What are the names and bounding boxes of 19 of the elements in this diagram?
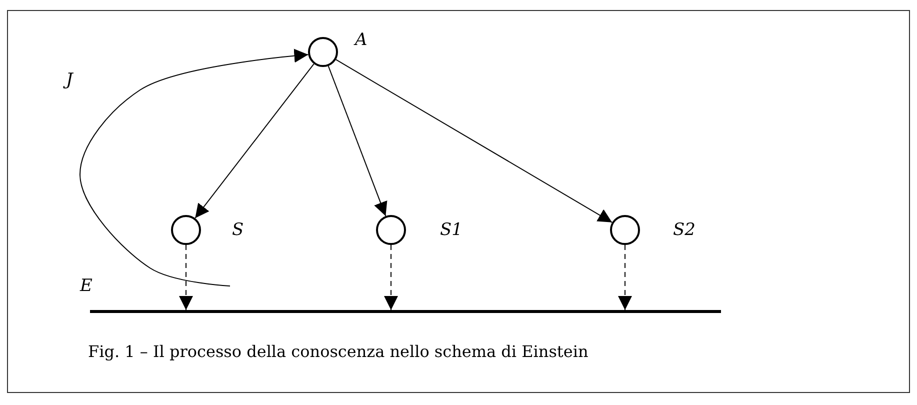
ground-line — [90, 310, 721, 313]
node-label: E — [80, 276, 92, 296]
figure-caption: Fig. 1 – Il processo della conoscenza nello schema di Einstein — [88, 342, 588, 361]
node-label: S2 — [673, 220, 696, 240]
arrow — [618, 244, 632, 310]
circle-node — [308, 37, 338, 67]
circle-node — [376, 215, 406, 245]
edge-label: J — [64, 70, 75, 90]
node-label: S1 — [440, 220, 462, 240]
arrow — [194, 63, 314, 219]
circle-node — [171, 215, 201, 245]
arrow — [80, 48, 309, 286]
node-label: A — [355, 30, 368, 50]
arrow — [335, 59, 613, 223]
node-label: S — [232, 220, 244, 240]
arrow — [384, 244, 398, 310]
arrow — [179, 244, 193, 310]
arrow — [328, 66, 388, 216]
circle-node — [610, 215, 640, 245]
